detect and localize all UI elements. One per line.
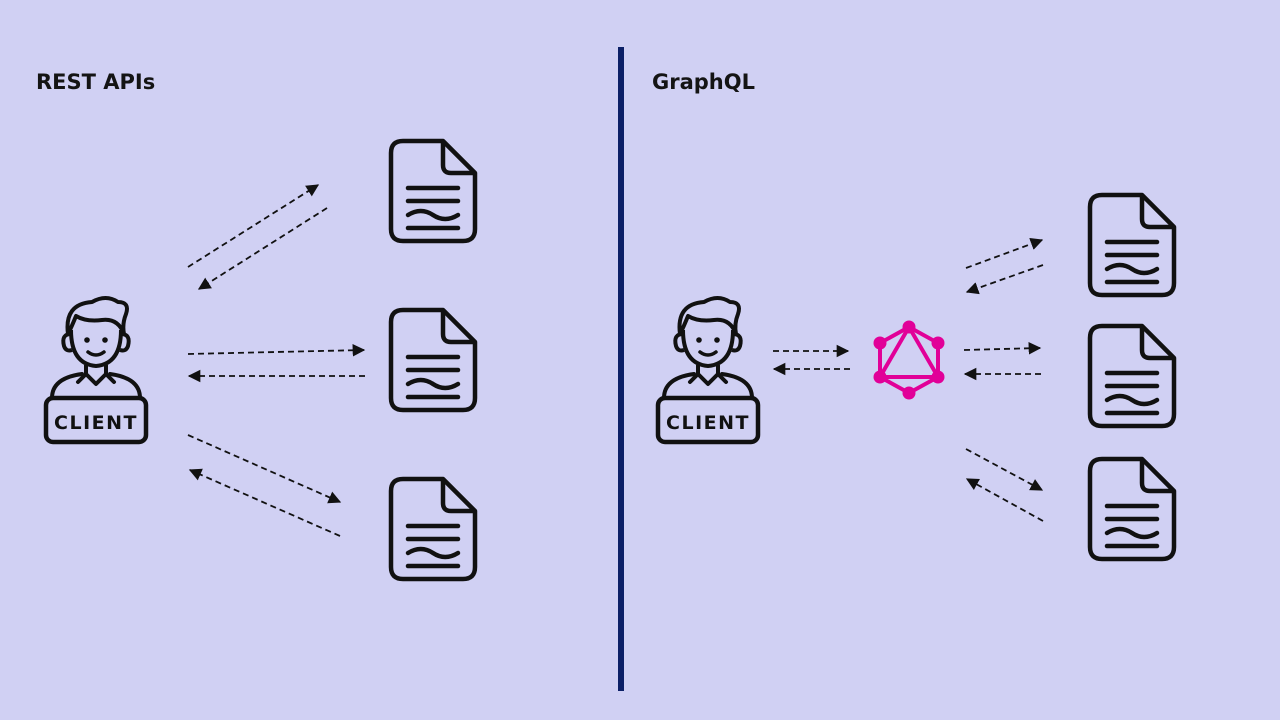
graphql-client-icon: CLIENT: [658, 298, 758, 442]
graphql-request-arrow-2: [963, 342, 1042, 355]
rest-document-icon-1: [391, 141, 475, 241]
rest-client-icon: CLIENT: [46, 298, 146, 442]
graphql-arrows: [772, 238, 1044, 522]
rest-response-arrow-1: [197, 207, 328, 290]
rest-document-icon-2: [391, 310, 475, 410]
graphql-title: GraphQL: [652, 70, 755, 94]
graphql-client-label: CLIENT: [666, 412, 750, 434]
graphql-response-arrow-3: [965, 478, 1044, 522]
rest-response-arrow-3: [188, 468, 341, 537]
graphql-logo-icon: [871, 318, 947, 402]
rest-apis-title: REST APIs: [36, 70, 156, 94]
graphql-document-icon-1: [1090, 195, 1174, 295]
graphql-request-arrow-3: [965, 448, 1044, 491]
rest-request-arrow-2: [187, 343, 366, 357]
graphql-response-arrow-1: [965, 264, 1044, 295]
graphql-document-icon-2: [1090, 326, 1174, 426]
rest-document-icon-3: [391, 479, 475, 579]
rest-request-arrow-3: [187, 434, 342, 504]
rest-arrows: [187, 184, 366, 537]
section-divider: [618, 47, 624, 691]
rest-request-arrow-1: [187, 184, 320, 268]
graphql-document-icon-3: [1090, 459, 1174, 559]
graphql-request-arrow-1: [965, 238, 1044, 269]
rest-client-label: CLIENT: [54, 412, 138, 434]
